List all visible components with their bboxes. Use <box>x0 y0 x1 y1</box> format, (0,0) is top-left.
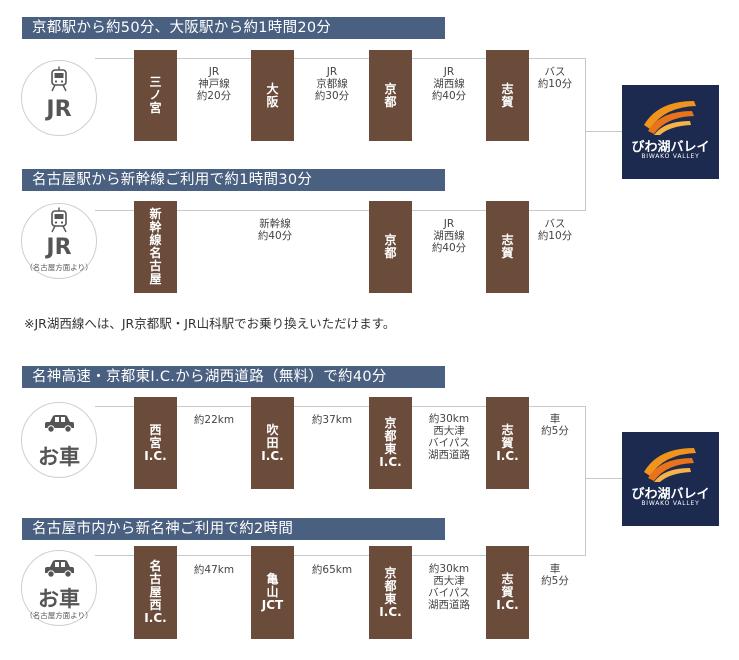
logo-text: びわ湖バレイ <box>631 487 710 502</box>
segment-label: 車 約5分 <box>541 563 569 587</box>
station-kyoto: 京 都 <box>369 201 412 293</box>
segment-label: JR 神戸線 約20分 <box>196 66 232 102</box>
car-icon <box>45 560 74 578</box>
station-shiga-ic: 志 賀 I.C. <box>486 546 529 639</box>
segment-label: 新幹線 約40分 <box>257 218 293 242</box>
car-mode-circle: お車 <box>21 402 97 478</box>
transfer-note: ※JR湖西線へは、JR京都駅・JR山科駅でお乗り換えいただけます。 <box>24 316 396 331</box>
connector-line <box>585 406 586 556</box>
car-meishin-header: 名神高速・京都東I.C.から湖西道路（無料）で約40分 <box>22 366 445 388</box>
logo-text: びわ湖バレイ <box>631 140 710 155</box>
logo-mark <box>644 448 696 482</box>
route-line <box>95 555 585 556</box>
car-nagoya-header: 名古屋市内から新名神ご利用で約2時間 <box>22 518 445 540</box>
connector-line <box>585 478 622 479</box>
station-osaka: 大 阪 <box>251 50 294 141</box>
logo-subtext: BIWAKO VALLEY <box>641 500 700 507</box>
biwako-valley-logo: びわ湖バレイ BIWAKO VALLEY <box>622 432 719 526</box>
connector-line <box>585 58 586 211</box>
mode-sublabel: （名古屋方面より） <box>25 263 93 272</box>
logo-mark <box>644 101 696 135</box>
jr-osaka-header: 京都駅から約50分、大阪駅から約1時間20分 <box>22 17 445 39</box>
station-shiga-ic: 志 賀 I.C. <box>486 397 529 489</box>
segment-label: 車 約5分 <box>541 413 569 437</box>
station-kyoto-higashi-ic: 京 都 東 I.C. <box>369 546 412 639</box>
jr-mode-circle: JR <box>21 60 97 136</box>
segment-label: 約47km <box>193 564 235 576</box>
car-icon <box>45 415 74 433</box>
station-kameyama-jct: 亀 山 JCT <box>251 546 294 639</box>
segment-label: 約30km 西大津 バイパス 湖西道路 <box>428 413 470 461</box>
mode-sublabel: （名古屋方面より） <box>25 611 93 620</box>
station-shiga: 志 賀 <box>486 201 529 293</box>
station-kyoto-higashi-ic: 京 都 東 I.C. <box>369 397 412 489</box>
route-line <box>95 58 585 59</box>
train-icon <box>51 207 67 233</box>
mode-label: お車 <box>38 445 80 469</box>
mode-label: お車 <box>38 587 80 611</box>
segment-label: 約65km <box>311 564 353 576</box>
segment-label: 約22km <box>193 414 235 426</box>
jr-nagoya-mode-circle: JR （名古屋方面より） <box>21 203 97 279</box>
logo-subtext: BIWAKO VALLEY <box>641 153 700 160</box>
mode-label: JR <box>46 235 72 260</box>
jr-nagoya-header: 名古屋駅から新幹線ご利用で約1時間30分 <box>22 169 445 191</box>
segment-label: バス 約10分 <box>537 66 573 90</box>
train-icon <box>51 66 67 92</box>
connector-line <box>585 131 622 132</box>
car-nagoya-mode-circle: お車 （名古屋方面より） <box>21 550 97 626</box>
station-suita-ic: 吹 田 I.C. <box>251 397 294 489</box>
station-shinkansen-nagoya: 新 幹 線 名 古 屋 <box>134 201 177 293</box>
station-shiga: 志 賀 <box>486 50 529 141</box>
segment-label: バス 約10分 <box>537 218 573 242</box>
segment-label: JR 湖西線 約40分 <box>431 218 467 254</box>
station-sannomiya: 三 ノ 宮 <box>134 50 177 141</box>
segment-label: 約30km 西大津 バイパス 湖西道路 <box>428 563 470 611</box>
route-line <box>95 210 585 211</box>
biwako-valley-logo: びわ湖バレイ BIWAKO VALLEY <box>622 85 719 179</box>
route-line <box>95 406 585 407</box>
segment-label: JR 京都線 約30分 <box>314 66 350 102</box>
station-nagoya-nishi-ic: 名 古 屋 西 I.C. <box>134 546 177 639</box>
segment-label: 約37km <box>311 414 353 426</box>
mode-label: JR <box>46 97 72 122</box>
station-kyoto: 京 都 <box>369 50 412 141</box>
station-nishinomiya-ic: 西 宮 I.C. <box>134 397 177 489</box>
segment-label: JR 湖西線 約40分 <box>431 66 467 102</box>
